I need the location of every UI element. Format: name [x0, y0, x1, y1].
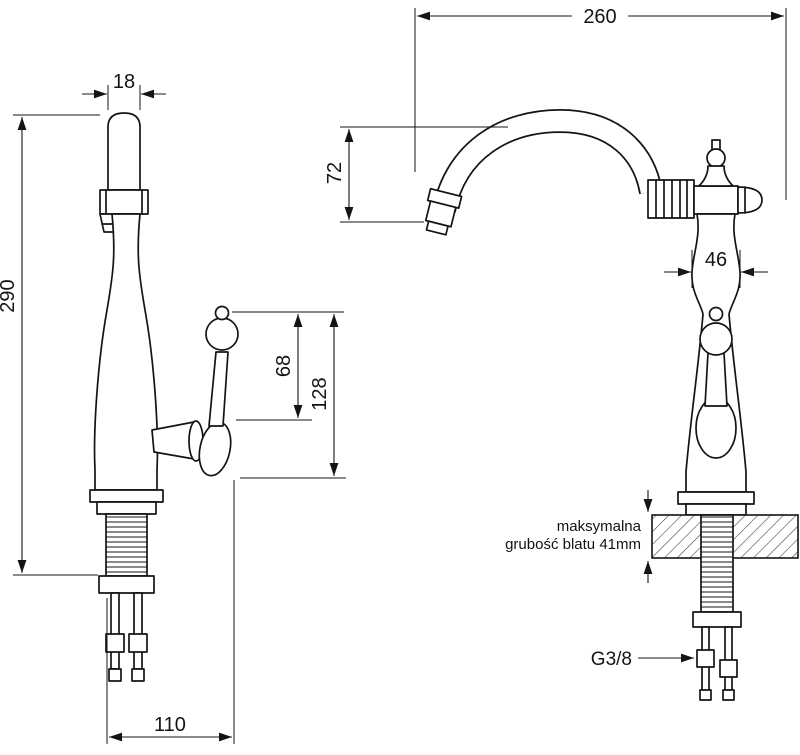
front-finial-flare [698, 165, 734, 187]
thread-size-label: G3/8 [591, 649, 632, 670]
side-stud-right [133, 592, 143, 670]
front-handle-tail [695, 397, 737, 459]
front-stud-foot-right [722, 689, 735, 701]
front-handle-bulb [699, 322, 733, 356]
front-nut-right [719, 659, 738, 678]
side-stud-foot-right [131, 668, 145, 682]
note-counter-thickness: maksymalna grubość blatu 41mm [505, 490, 653, 583]
front-stud-foot-left [699, 689, 712, 701]
side-nut-right [128, 633, 148, 653]
side-base-step [96, 501, 157, 515]
front-mount-bracket [692, 611, 742, 628]
side-body [93, 213, 159, 491]
front-finial-ball [706, 148, 726, 168]
dim-spout-diameter-18: 18 [82, 71, 166, 110]
dim-label-110: 110 [154, 714, 186, 736]
dim-total-height-290: 290 [0, 114, 100, 576]
dim-base-width-110: 110 [106, 480, 235, 744]
side-handle-bulb [205, 317, 239, 351]
counter-note-line2: grubość blatu 41mm [505, 536, 641, 553]
counter-note-line1: maksymalna [557, 518, 642, 535]
side-view-drawing [89, 112, 239, 682]
side-shank-threads [105, 513, 148, 577]
dim-label-46: 46 [705, 249, 727, 271]
dim-spout-drop-72: 72 [324, 126, 508, 223]
dim-label-72: 72 [324, 162, 346, 184]
front-body-head [693, 185, 739, 215]
side-mount-bracket [98, 575, 155, 594]
note-connection-thread: G3/8 [591, 649, 694, 670]
front-view-drawing [424, 108, 799, 701]
front-base-flange [677, 491, 755, 505]
side-handle-rod [208, 351, 229, 427]
dim-label-68: 68 [273, 355, 295, 377]
side-nut-left [105, 633, 125, 653]
side-stud-left [110, 592, 120, 670]
side-base-flange [89, 489, 164, 503]
side-stud-foot-left [108, 668, 122, 682]
side-spout-collar [99, 189, 149, 215]
side-handle-cap [214, 305, 230, 321]
dim-handle-upper-68: 68 [232, 311, 344, 421]
dim-spout-reach-260: 260 [414, 6, 787, 200]
front-handle-rod [704, 352, 728, 407]
front-end-cap [737, 186, 763, 214]
dim-label-260: 260 [583, 6, 616, 28]
dim-label-290: 290 [0, 279, 19, 312]
front-spout-bore [433, 110, 662, 213]
front-handle-cap [708, 306, 724, 322]
dim-handle-height-128: 128 [240, 314, 346, 479]
front-shank-threads [700, 514, 734, 613]
dim-label-128: 128 [309, 377, 331, 410]
front-supply-fitting [696, 649, 715, 668]
front-base-step [685, 503, 747, 516]
front-aerator [424, 187, 463, 236]
dim-label-18: 18 [113, 71, 135, 93]
dim-body-width-46: 46 [664, 249, 768, 288]
side-spout-pipe [107, 112, 141, 191]
